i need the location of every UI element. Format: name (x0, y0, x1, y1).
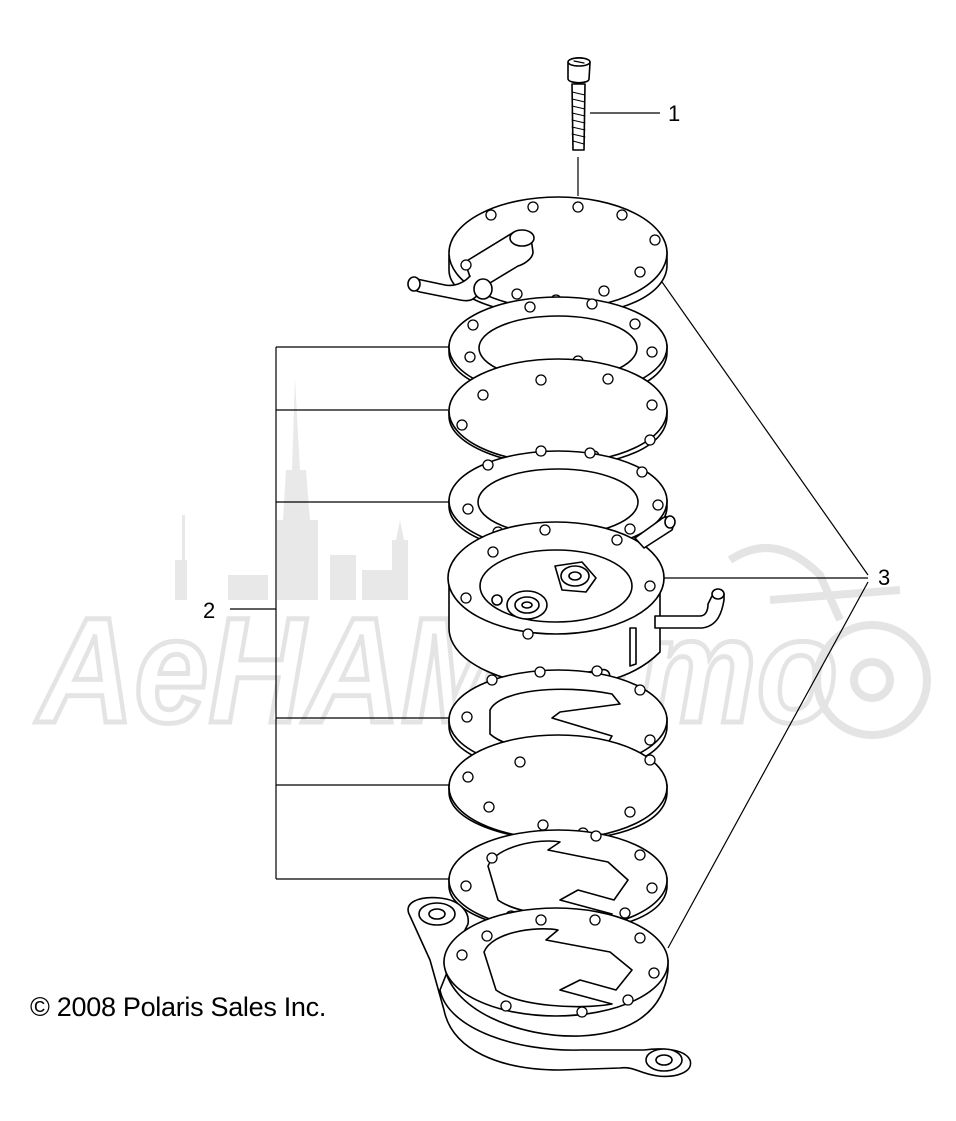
callout-2: 2 (203, 598, 215, 623)
leader-lines (230, 112, 869, 949)
watermark-text: AeHAMotmo (34, 586, 838, 754)
pump-cover (407, 196, 668, 317)
diaphragm-bottom (448, 734, 668, 841)
watermark-skyline (175, 378, 408, 600)
screw (567, 56, 591, 151)
copyright-notice: © 2008 Polaris Sales Inc. (30, 992, 327, 1022)
callout-1: 1 (668, 101, 680, 126)
base-plate (407, 896, 692, 1078)
diaphragm-top (448, 358, 668, 467)
watermark: AeHAMotmo (32, 378, 931, 757)
callout-3: 3 (878, 565, 890, 590)
watermark-motorcycle (727, 544, 931, 739)
